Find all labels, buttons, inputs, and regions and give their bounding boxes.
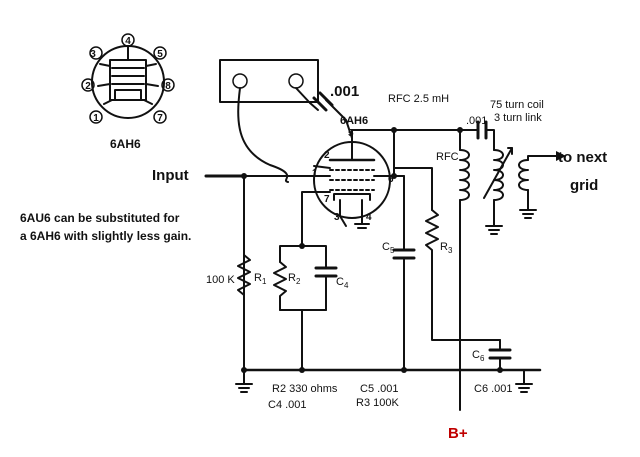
tube-pin-5: 5: [348, 128, 354, 139]
rfc-choke: [459, 149, 470, 201]
pinout-pin-5: 5: [157, 49, 163, 60]
coil-line-2: 3 turn link: [494, 112, 542, 124]
legend-r2: R2 330 ohms: [272, 383, 338, 395]
output-label-1: to next: [558, 149, 607, 166]
pinout-title: 6AH6: [110, 137, 141, 151]
pinout-pin-7: 7: [157, 113, 163, 124]
resistor-r2: [273, 261, 287, 311]
output-arrow-icon: [556, 151, 566, 161]
tube-pinout-symbol: [81, 33, 175, 124]
rfc-label: RFC: [436, 151, 459, 163]
resistor-r3: [425, 209, 501, 341]
c4-label: C4: [336, 276, 349, 290]
note-line-1: 6AU6 can be substituted for: [20, 211, 180, 225]
tube-pin-1: 1: [312, 168, 318, 179]
c6-label: C6: [472, 349, 485, 363]
link-coil: [518, 159, 529, 191]
pinout-pin-8: 8: [165, 81, 171, 92]
tube-pin-2: 2: [324, 150, 330, 161]
legend-r3: R3 100K: [356, 397, 399, 409]
legend-c6: C6 .001: [474, 383, 513, 395]
tank-coil: [493, 149, 504, 201]
tube-pin-6: 6: [388, 174, 394, 185]
input-label: Input: [152, 167, 189, 184]
coil-line-1: 75 turn coil: [490, 99, 544, 111]
tube-pin-7: 7: [324, 194, 330, 205]
rfc-value-label: RFC 2.5 mH: [388, 93, 449, 105]
legend-c4: C4 .001: [268, 399, 307, 411]
pinout-pin-4: 4: [125, 36, 131, 47]
r2-label: R2: [288, 272, 301, 286]
c5-label: C5: [382, 241, 395, 255]
pentode-tube: [313, 137, 395, 219]
r3-label: R3: [440, 241, 453, 255]
r1-label: R1: [254, 272, 267, 286]
tube-pin-3: 3: [334, 212, 340, 223]
output-label-2: grid: [570, 177, 598, 194]
legend-c5: C5 .001: [360, 383, 399, 395]
supply-label: B+: [448, 425, 468, 442]
output-cap-value: .001: [466, 115, 487, 127]
tube-label: 6AH6: [340, 115, 368, 127]
pinout-pin-2: 2: [85, 81, 91, 92]
pinout-pin-3: 3: [90, 49, 96, 60]
input-terminal-block: [219, 59, 319, 103]
wire-terminal-to-grid: [237, 87, 289, 183]
r1-value: 100 K: [206, 274, 235, 286]
coupling-cap-value: .001: [330, 83, 359, 100]
tube-pin-4: 4: [366, 212, 372, 223]
pinout-pin-1: 1: [93, 113, 99, 124]
note-line-2: a 6AH6 with slightly less gain.: [20, 229, 191, 243]
resistor-r1: [237, 254, 251, 296]
